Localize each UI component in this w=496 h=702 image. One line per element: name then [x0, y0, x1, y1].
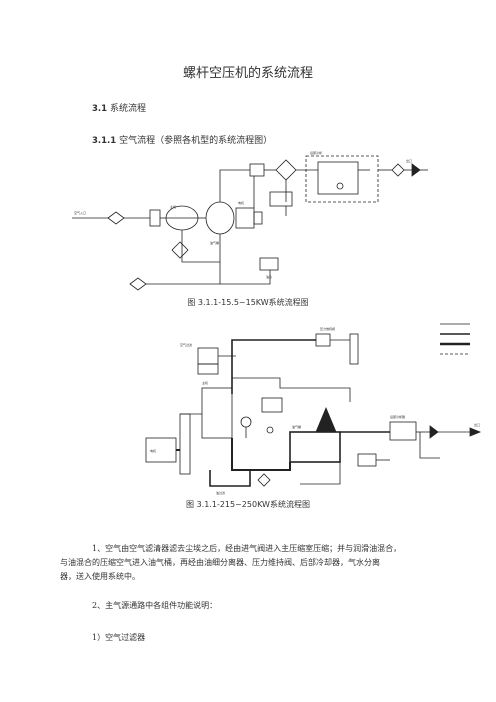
svg-text:出口: 出口: [406, 158, 412, 163]
figure-2-caption-prefix: 图: [186, 500, 195, 509]
subsection-label: 空气流程（参照各机型的系统流程图）: [119, 136, 273, 146]
paragraph-1-line-2: 与油混合的压缩空气进入油气桶，再经由油细分离器、压力维持阀、后部冷却器，气水分离: [60, 558, 380, 567]
svg-text:后部冷却器: 后部冷却器: [390, 414, 405, 419]
figure-2-caption-suffix: 系统流程图: [269, 500, 310, 509]
svg-text:电机: 电机: [150, 448, 156, 453]
svg-text:压力维持阀: 压力维持阀: [320, 326, 335, 331]
figure-2-caption-code: 3.1.1-215~250KW: [196, 500, 270, 509]
paragraph-1-line-3: 器，送入使用系统中。: [60, 572, 140, 581]
page-title: 螺杆空压机的系统流程: [182, 66, 313, 81]
section-heading: 3.1 系统流程: [92, 101, 146, 114]
subsection-heading: 3.1.1 空气流程（参照各机型的系统流程图）: [92, 133, 272, 146]
subsection-number: 3.1.1: [92, 136, 117, 146]
svg-text:油冷: 油冷: [266, 274, 272, 279]
svg-text:主机: 主机: [170, 204, 176, 209]
section-label: 系统流程: [109, 104, 146, 114]
svg-text:出口: 出口: [474, 422, 480, 427]
paragraph-1: 1、空气由空气滤清器滤去尘埃之后，经由进气阀进入主压缩室压缩；并与润滑油混合， …: [60, 542, 432, 584]
section-number: 3.1: [92, 104, 108, 114]
flow-diagram-large: 空气过滤 主机 电机 油气桶 压力维持阀 后部冷却器 出口 油过滤: [145, 323, 482, 495]
svg-text:电机: 电机: [238, 200, 244, 205]
paragraph-1-line-1: 1、空气由空气滤清器滤去尘埃之后，经由进气阀进入主压缩室压缩；并与润滑油混合，: [92, 544, 402, 553]
svg-text:油气桶: 油气桶: [292, 424, 301, 429]
svg-text:空气过滤: 空气过滤: [180, 342, 192, 347]
svg-text:后部冷却: 后部冷却: [310, 150, 322, 155]
svg-text:油过滤: 油过滤: [216, 490, 225, 495]
figure-2-caption: 图 3.1.1-215~250KW系统流程图: [0, 499, 496, 510]
figure-1-caption-code: 3.1.1-15.5~15KW: [197, 298, 269, 307]
figure-1-caption-suffix: 系统流程图: [268, 298, 309, 307]
flow-diagram-small: 空气入口 主机 油气桶 电机 油冷 后部冷却 出口: [72, 150, 428, 291]
figure-1-caption: 图 3.1.1-15.5~15KW系统流程图: [0, 297, 496, 308]
figure-1-caption-prefix: 图: [187, 298, 196, 307]
svg-text:主机: 主机: [202, 380, 208, 385]
svg-text:空气入口: 空气入口: [74, 210, 86, 215]
paragraph-2: 2、主气源通路中各组件功能说明：: [92, 601, 218, 610]
list-item-1: 1）空气过滤器: [92, 633, 146, 642]
svg-text:油气桶: 油气桶: [210, 240, 219, 245]
